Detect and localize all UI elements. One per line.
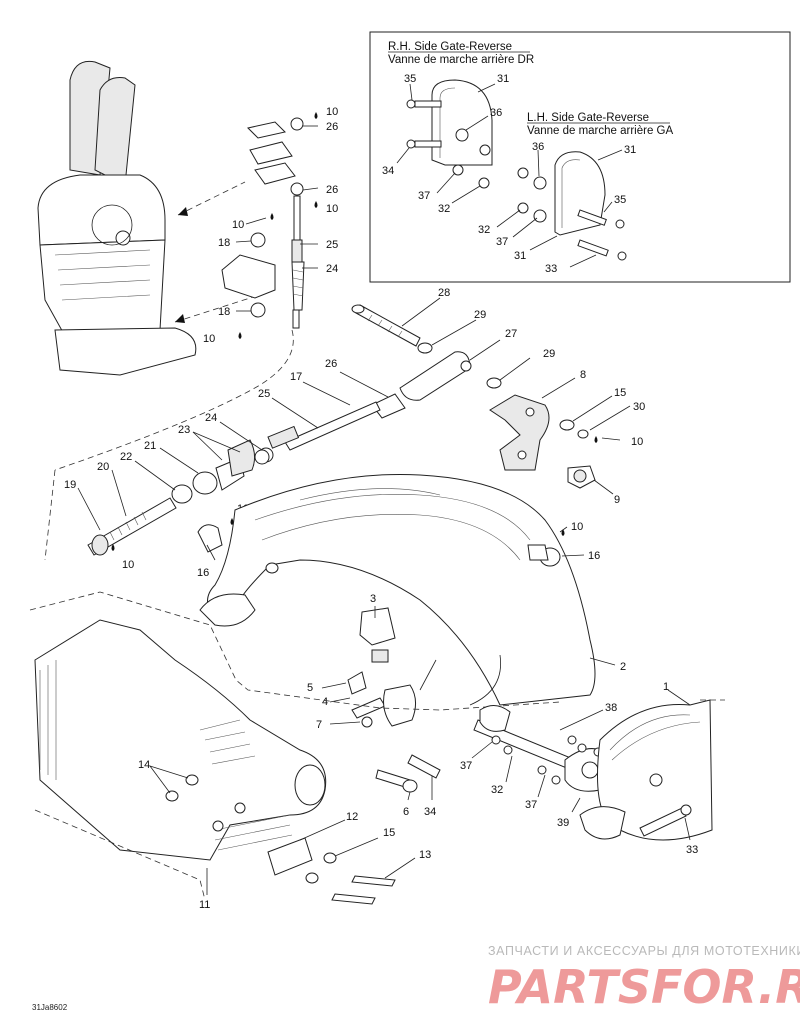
callout-34: 34 xyxy=(382,165,394,177)
callout-33: 33 xyxy=(686,844,698,856)
callout-2: 2 xyxy=(620,661,626,673)
callout-36: 36 xyxy=(490,107,502,119)
linkage-leaders xyxy=(271,297,531,429)
callout-10: 10 xyxy=(326,203,338,215)
callout-19: 19 xyxy=(64,479,76,491)
jet-pump-housing xyxy=(29,591,561,901)
callout-37: 37 xyxy=(460,760,472,772)
callout-39: 39 xyxy=(557,817,569,829)
cable-end-leaders xyxy=(235,125,319,312)
lh-screw xyxy=(577,209,627,261)
lh-inset-subtitle: Vanne de marche arrière GA xyxy=(527,125,673,137)
callout-14: 14 xyxy=(138,759,150,771)
callout-36: 36 xyxy=(532,141,544,153)
gate-pivot-shaft xyxy=(471,689,725,841)
callout-9: 9 xyxy=(614,494,620,506)
callout-4: 4 xyxy=(322,696,328,708)
gate-reverse-inset: R.H. Side Gate-Reverse Vanne de marche a… xyxy=(369,31,791,283)
callout-26: 26 xyxy=(325,358,337,370)
watermark-logo: PARTSFOR.RU xyxy=(488,960,800,1014)
watermark-tagline: ЗАПЧАСТИ И АКСЕССУАРЫ ДЛЯ МОТОТЕХНИКИ xyxy=(488,944,800,958)
callout-27: 27 xyxy=(505,328,517,340)
callout-32: 32 xyxy=(491,784,503,796)
callout-33: 33 xyxy=(545,263,557,275)
callout-25: 25 xyxy=(258,388,270,400)
callout-31: 31 xyxy=(497,73,509,85)
callout-37: 37 xyxy=(418,190,430,202)
callout-29: 29 xyxy=(474,309,486,321)
callout-26: 26 xyxy=(326,121,338,133)
callout-15: 15 xyxy=(614,387,626,399)
callout-23: 23 xyxy=(178,424,190,436)
gate-link-hardware xyxy=(321,606,441,801)
callout-26: 26 xyxy=(326,184,338,196)
callout-31: 31 xyxy=(624,144,636,156)
lh-inset-title: L.H. Side Gate-Reverse xyxy=(527,112,649,124)
callout-10: 10 xyxy=(203,333,215,345)
housing-leaders xyxy=(149,765,208,895)
callout-10: 10 xyxy=(326,106,338,118)
callout-18: 18 xyxy=(218,306,230,318)
callout-13: 13 xyxy=(419,849,431,861)
cable-end-parts xyxy=(44,112,319,561)
callout-10: 10 xyxy=(571,521,583,533)
callout-32: 32 xyxy=(438,203,450,215)
rh-gate-plate xyxy=(431,79,493,166)
callout-18: 18 xyxy=(218,237,230,249)
callout-32: 32 xyxy=(478,224,490,236)
callout-1: 1 xyxy=(663,681,669,693)
callout-16: 16 xyxy=(588,550,600,562)
anode-plate-hardware xyxy=(267,819,416,905)
link-leaders xyxy=(321,606,433,801)
callout-38: 38 xyxy=(605,702,617,714)
callout-7: 7 xyxy=(316,719,322,731)
callout-34: 34 xyxy=(424,806,436,818)
callout-3: 3 xyxy=(370,593,376,605)
callout-29: 29 xyxy=(543,348,555,360)
callout-24: 24 xyxy=(326,263,338,275)
inset-leaders xyxy=(396,83,623,268)
callout-25: 25 xyxy=(326,239,338,251)
bracket-leaders xyxy=(541,377,631,495)
rh-inset-subtitle: Vanne de marche arrière DR xyxy=(388,54,534,66)
shift-lever-housing xyxy=(37,60,276,376)
callout-21: 21 xyxy=(144,440,156,452)
reverse-gate xyxy=(199,473,616,706)
callout-10: 10 xyxy=(631,436,643,448)
rh-inset-title: R.H. Side Gate-Reverse xyxy=(388,41,512,53)
callout-10: 10 xyxy=(232,219,244,231)
callout-16: 16 xyxy=(197,567,209,579)
callout-28: 28 xyxy=(438,287,450,299)
callout-37: 37 xyxy=(496,236,508,248)
callout-11: 11 xyxy=(199,899,210,911)
callout-31: 31 xyxy=(514,250,526,262)
shaft-leaders xyxy=(77,421,263,561)
shift-shaft-assembly xyxy=(77,421,270,561)
callout-22: 22 xyxy=(120,451,132,463)
callout-6: 6 xyxy=(403,806,409,818)
rh-washers-nuts xyxy=(452,128,491,189)
callout-17: 17 xyxy=(290,371,302,383)
callout-12: 12 xyxy=(346,811,358,823)
plate-leaders xyxy=(299,819,416,879)
callout-35: 35 xyxy=(404,73,416,85)
callout-24: 24 xyxy=(205,412,217,424)
callout-30: 30 xyxy=(633,401,645,413)
callout-8: 8 xyxy=(580,369,586,381)
callout-10: 10 xyxy=(122,559,134,571)
callout-5: 5 xyxy=(307,682,313,694)
callout-15: 15 xyxy=(383,827,395,839)
lh-washers-nuts xyxy=(517,167,547,223)
callout-20: 20 xyxy=(97,461,109,473)
rh-screw xyxy=(406,99,442,149)
callout-37: 37 xyxy=(525,799,537,811)
callout-35: 35 xyxy=(614,194,626,206)
cable-bracket xyxy=(489,377,631,495)
figure-reference: 31Ja8602 xyxy=(32,1003,68,1012)
gate-leaders xyxy=(559,526,616,666)
pivot-leaders xyxy=(471,689,691,841)
